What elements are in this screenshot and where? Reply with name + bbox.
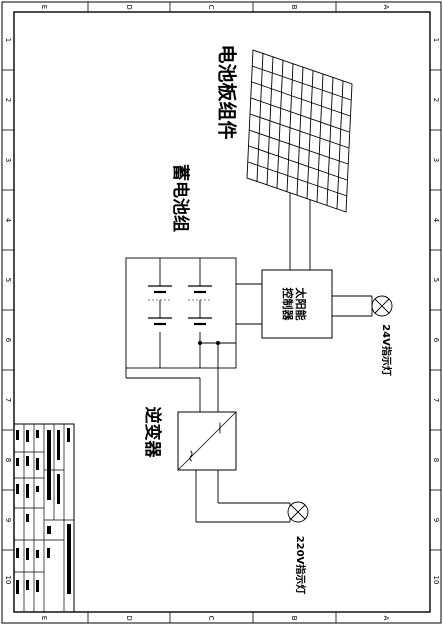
- inner-border: [13, 11, 431, 613]
- inverter-box: [177, 411, 237, 471]
- inverter-label: 逆变器: [142, 407, 163, 459]
- left-number-5: 5: [4, 278, 12, 282]
- bottom-letter-b: B: [290, 616, 298, 621]
- left-number-2: 2: [4, 98, 12, 102]
- title-block-marks: [16, 428, 71, 594]
- right-number-8: 8: [432, 458, 440, 462]
- left-number-3: 3: [4, 158, 12, 162]
- right-number-7: 7: [432, 398, 440, 402]
- top-letter-d: D: [125, 4, 133, 9]
- bottom-zone-ticks: [87, 612, 337, 623]
- right-number-6: 6: [432, 338, 440, 343]
- bottom-letter-a: A: [382, 616, 390, 621]
- left-zone-ticks: [2, 69, 14, 551]
- top-letter-c: C: [207, 5, 215, 10]
- inverter-dc-symbol: —: [214, 422, 228, 434]
- left-number-1: 1: [4, 38, 12, 42]
- right-number-9: 9: [432, 518, 440, 522]
- lamp-24v-icon: [371, 295, 393, 317]
- right-number-4: 4: [432, 218, 440, 223]
- battery-inverter-wires: [125, 342, 236, 412]
- lamp-24v-label: 24V指示灯: [380, 324, 393, 376]
- bottom-letter-c: C: [207, 616, 215, 621]
- right-number-10: 10: [432, 576, 440, 585]
- top-letter-a: A: [382, 5, 390, 10]
- left-number-9: 9: [4, 518, 12, 522]
- bottom-letter-d: D: [125, 615, 133, 620]
- right-number-2: 2: [432, 98, 440, 102]
- battery-label: 蓄电池组: [170, 164, 191, 232]
- lamp-220v-label: 220V指示灯: [294, 536, 307, 595]
- controller-label-line1: 太阳能: [294, 287, 308, 321]
- right-number-5: 5: [432, 278, 440, 282]
- right-zone-ticks: [430, 69, 441, 551]
- solar-panel-grid: [246, 49, 353, 213]
- inverter-lamp220-wires: [195, 470, 291, 523]
- lamp-220v-icon: [287, 501, 309, 523]
- top-letter-b: B: [290, 5, 298, 10]
- controller-label-line2: 控制器: [281, 288, 295, 322]
- left-number-7: 7: [4, 398, 12, 402]
- inverter-ac-symbol: ～: [184, 450, 198, 462]
- left-number-4: 4: [4, 218, 12, 223]
- battery-cells: [148, 285, 212, 326]
- bottom-letter-e: E: [40, 616, 48, 620]
- left-number-8: 8: [4, 458, 12, 462]
- panel-controller-wires: [289, 193, 311, 270]
- top-zone-ticks: [87, 2, 337, 12]
- solar-controller-box: [261, 269, 333, 339]
- left-number-10: 10: [4, 576, 12, 585]
- controller-lamp24-wires: [332, 295, 373, 317]
- right-number-1: 1: [432, 38, 440, 42]
- solar-panel-label: 电池板组件: [216, 44, 239, 139]
- right-number-3: 3: [432, 158, 440, 162]
- battery-bank: [125, 257, 262, 369]
- top-letter-e: E: [40, 5, 48, 9]
- title-block: [13, 423, 75, 613]
- left-number-6: 6: [4, 338, 12, 343]
